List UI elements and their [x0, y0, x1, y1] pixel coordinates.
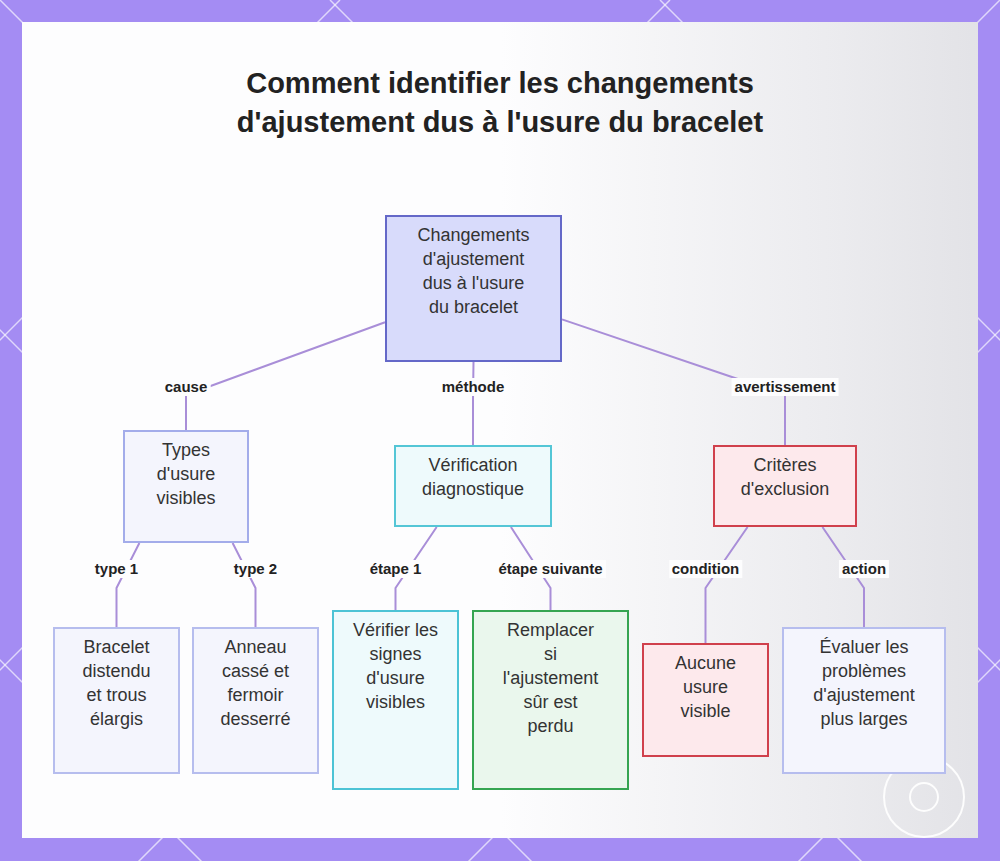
edge-label: cause	[162, 378, 211, 396]
node-text: Anneau cassé et fermoir desserré	[215, 635, 297, 731]
node-text: Évaluer les problèmes d'ajustement plus …	[804, 635, 924, 731]
connector-line	[233, 543, 256, 627]
node-text: Types d'usure visibles	[141, 438, 231, 510]
node-text: Critères d'exclusion	[725, 453, 845, 501]
edge-label: type 2	[231, 560, 280, 578]
node-text: Remplacer si l'ajustement sûr est perdu	[499, 618, 603, 738]
node-text: Aucune usure visible	[661, 651, 751, 723]
process-box: Anneau cassé et fermoir desserré	[192, 627, 319, 774]
edge-label: étape suivante	[495, 560, 605, 578]
connector-line	[117, 543, 140, 627]
process-box: Évaluer les problèmes d'ajustement plus …	[782, 627, 946, 774]
edge-label: étape 1	[367, 560, 425, 578]
edge-label: action	[839, 560, 889, 578]
diagram-title: Comment identifier les changements d'aju…	[215, 64, 785, 142]
edge-label: avertissement	[732, 378, 839, 396]
process-box: Types d'usure visibles	[123, 430, 249, 543]
process-box: Critères d'exclusion	[713, 445, 857, 527]
edge-label: type 1	[92, 560, 141, 578]
process-box: Remplacer si l'ajustement sûr est perdu	[472, 610, 629, 790]
connector-line	[706, 527, 748, 643]
edge-label: méthode	[439, 378, 508, 396]
edge-label: condition	[669, 560, 743, 578]
node-text: Vérification diagnostique	[403, 453, 543, 501]
node-text: Vérifier les signes d'usure visibles	[353, 618, 439, 714]
process-box: Vérification diagnostique	[394, 445, 552, 527]
process-box: Changements d'ajustement dus à l'usure d…	[385, 215, 562, 362]
process-box: Aucune usure visible	[642, 643, 769, 757]
connector-line	[186, 322, 385, 430]
connector-line	[472, 362, 475, 445]
node-text: Changements d'ajustement dus à l'usure d…	[414, 223, 534, 319]
process-box: Vérifier les signes d'usure visibles	[332, 610, 459, 790]
process-box: Bracelet distendu et trous élargis	[53, 627, 180, 774]
node-text: Bracelet distendu et trous élargis	[76, 635, 158, 731]
